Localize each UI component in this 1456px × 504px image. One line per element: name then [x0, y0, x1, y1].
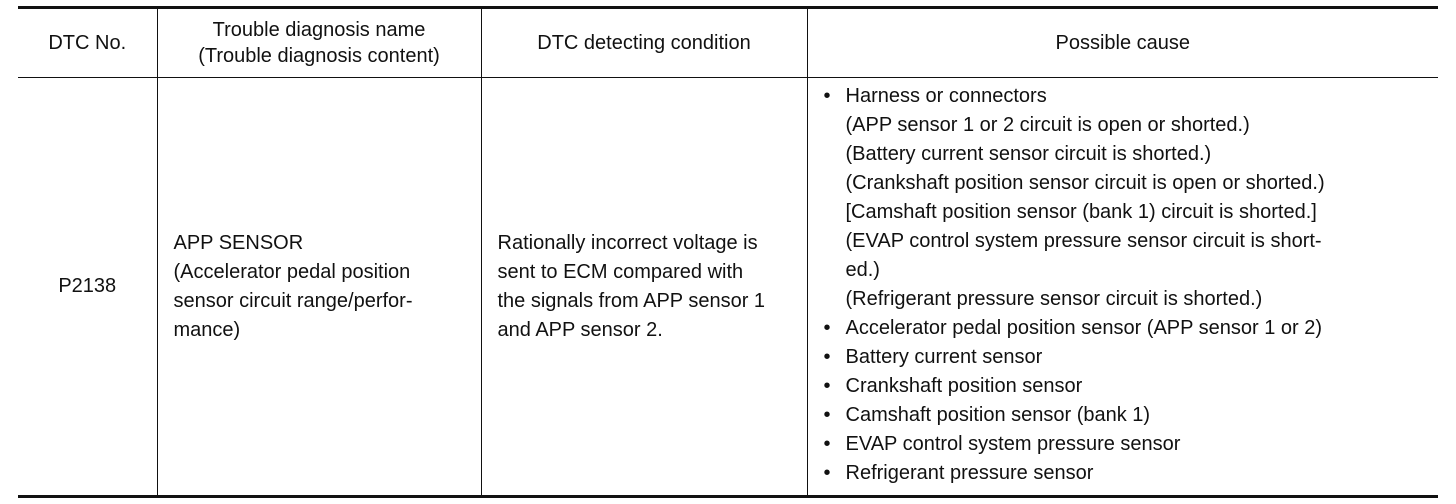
- list-item: • Harness or connectors (APP sensor 1 or…: [822, 82, 1435, 314]
- dtc-code-cell: P2138: [18, 77, 158, 497]
- header-name-line-1: Trouble diagnosis name: [212, 19, 426, 41]
- name-line: APP SENSOR: [173, 231, 304, 254]
- cause-detail: (EVAP control system pressure sensor cir…: [845, 230, 1322, 252]
- table-body: P2138 APP SENSOR (Accelerator pedal posi…: [18, 77, 1438, 497]
- cause-label: Battery current sensor: [845, 346, 1043, 368]
- list-item: • Crankshaft position sensor: [822, 372, 1435, 401]
- header-name-line-2: (Trouble diagnosis content): [198, 45, 440, 67]
- cause-list: • Harness or connectors (APP sensor 1 or…: [822, 82, 1435, 488]
- bullet-icon: •: [823, 317, 831, 339]
- cause-detail: (Battery current sensor circuit is short…: [845, 143, 1212, 165]
- bullet-icon: •: [823, 375, 831, 397]
- cause-detail: [Camshaft position sensor (bank 1) circu…: [845, 201, 1317, 223]
- list-item: • EVAP control system pressure sensor: [822, 430, 1435, 459]
- name-line: mance): [173, 318, 241, 341]
- cause-label: Crankshaft position sensor: [845, 375, 1083, 397]
- condition-line: sent to ECM compared with: [497, 260, 744, 283]
- condition-line: and APP sensor 2.: [497, 318, 663, 341]
- name-line: sensor circuit range/perfor-: [173, 289, 413, 312]
- cause-label: Refrigerant pressure sensor: [845, 462, 1094, 484]
- list-item: • Refrigerant pressure sensor: [822, 459, 1435, 488]
- header-possible-cause: Possible cause: [806, 7, 1438, 78]
- table-row: P2138 APP SENSOR (Accelerator pedal posi…: [18, 77, 1438, 497]
- table-header: DTC No. Trouble diagnosis name (Trouble …: [18, 7, 1438, 78]
- header-row: DTC No. Trouble diagnosis name (Trouble …: [18, 7, 1438, 78]
- cause-detail: (APP sensor 1 or 2 circuit is open or sh…: [845, 114, 1250, 136]
- header-dtc-no: DTC No.: [18, 7, 158, 78]
- detecting-condition-cell: Rationally incorrect voltage is sent to …: [480, 77, 808, 497]
- bullet-icon: •: [823, 346, 831, 368]
- diagnosis-name-cell: APP SENSOR (Accelerator pedal position s…: [156, 77, 482, 497]
- cause-detail: (Refrigerant pressure sensor circuit is …: [845, 288, 1263, 310]
- cause-detail: ed.): [845, 259, 880, 281]
- condition-line: the signals from APP sensor 1: [497, 289, 766, 312]
- cause-label: Accelerator pedal position sensor (APP s…: [845, 317, 1323, 339]
- bullet-icon: •: [823, 85, 831, 107]
- possible-cause-cell: • Harness or connectors (APP sensor 1 or…: [806, 77, 1438, 497]
- name-line: (Accelerator pedal position: [173, 260, 411, 283]
- list-item: • Accelerator pedal position sensor (APP…: [822, 314, 1435, 343]
- header-trouble-diagnosis-name: Trouble diagnosis name (Trouble diagnosi…: [156, 7, 482, 78]
- cause-label: Camshaft position sensor (bank 1): [845, 404, 1151, 426]
- cause-label: Harness or connectors: [845, 85, 1047, 107]
- condition-line: Rationally incorrect voltage is: [497, 231, 758, 254]
- bullet-icon: •: [823, 433, 831, 455]
- header-detecting-condition: DTC detecting condition: [480, 7, 808, 78]
- dtc-table: DTC No. Trouble diagnosis name (Trouble …: [18, 6, 1438, 498]
- cause-label: EVAP control system pressure sensor: [845, 433, 1181, 455]
- list-item: • Battery current sensor: [822, 343, 1435, 372]
- bullet-icon: •: [823, 404, 831, 426]
- list-item: • Camshaft position sensor (bank 1): [822, 401, 1435, 430]
- cause-detail: (Crankshaft position sensor circuit is o…: [845, 172, 1325, 194]
- bullet-icon: •: [823, 462, 831, 484]
